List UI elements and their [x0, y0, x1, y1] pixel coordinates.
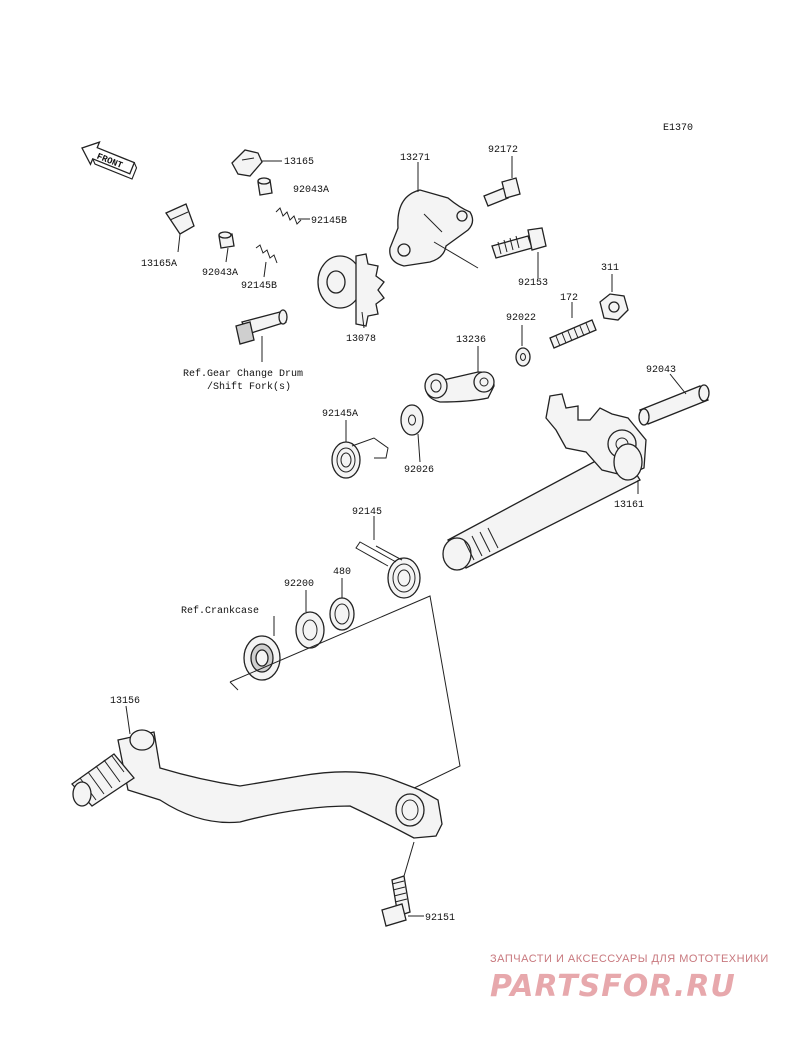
part-480-icon — [329, 578, 355, 631]
part-13236-icon — [424, 346, 495, 403]
front-arrow-icon: FRONT — [81, 141, 138, 180]
label-92145A: 92145A — [322, 409, 358, 420]
part-92200-icon — [295, 590, 325, 649]
label-ref-crankcase: Ref.Crankcase — [181, 605, 259, 617]
label-13165: 13165 — [284, 157, 314, 168]
ref-drum-pin-icon — [235, 309, 288, 362]
part-92022-icon — [515, 325, 531, 367]
part-13165A-icon — [165, 203, 195, 253]
part-13161-icon — [442, 393, 647, 571]
label-92172: 92172 — [488, 145, 518, 156]
part-92043A-top-icon — [257, 177, 273, 196]
label-480: 480 — [333, 567, 351, 578]
label-92200: 92200 — [284, 579, 314, 590]
label-13078: 13078 — [346, 334, 376, 345]
part-92172-icon — [483, 156, 521, 207]
label-13161: 13161 — [614, 500, 644, 511]
part-172-icon — [549, 302, 597, 349]
label-92145B-bottom: 92145B — [241, 281, 277, 292]
label-13271: 13271 — [400, 153, 430, 164]
label-92022: 92022 — [506, 313, 536, 324]
assembly-guide-lines — [229, 595, 461, 791]
part-92151-icon — [381, 841, 424, 927]
part-92145B-bottom-icon — [255, 244, 278, 278]
part-13156-icon — [71, 705, 443, 839]
label-311: 311 — [601, 263, 619, 274]
part-oil-seal-icon — [243, 616, 281, 681]
part-92026-icon — [400, 404, 424, 463]
label-92145: 92145 — [352, 507, 382, 518]
part-92043-icon — [638, 373, 710, 426]
ref-drum-line2: /Shift Fork(s) — [207, 381, 291, 393]
part-92043A-bottom-icon — [218, 231, 235, 263]
part-311-icon — [599, 274, 629, 321]
label-172: 172 — [560, 293, 578, 304]
part-92153-icon — [491, 227, 547, 278]
label-13156: 13156 — [110, 696, 140, 707]
label-92151: 92151 — [425, 913, 455, 924]
label-92043A-bottom: 92043A — [202, 268, 238, 279]
part-13165-icon — [231, 149, 282, 177]
part-13078-icon — [317, 253, 385, 329]
watermark-tagline: ЗАПЧАСТИ И АКСЕССУАРЫ ДЛЯ МОТОТЕХНИКИ — [490, 953, 769, 965]
part-92145-icon — [355, 516, 421, 599]
label-92043A-top: 92043A — [293, 185, 329, 196]
ref-drum-line1: Ref.Gear Change Drum — [183, 368, 303, 380]
label-92026: 92026 — [404, 465, 434, 476]
part-92145B-top-icon — [275, 207, 310, 225]
label-92153: 92153 — [518, 278, 548, 289]
label-13165A: 13165A — [141, 259, 177, 270]
label-13236: 13236 — [456, 335, 486, 346]
part-92145A-icon — [331, 420, 389, 479]
label-92145B-top: 92145B — [311, 216, 347, 227]
part-13271-icon — [389, 162, 479, 269]
label-92043: 92043 — [646, 365, 676, 376]
diagram-code: E1370 — [663, 123, 693, 134]
watermark-brand: PARTSFOR.RU — [490, 969, 736, 1004]
